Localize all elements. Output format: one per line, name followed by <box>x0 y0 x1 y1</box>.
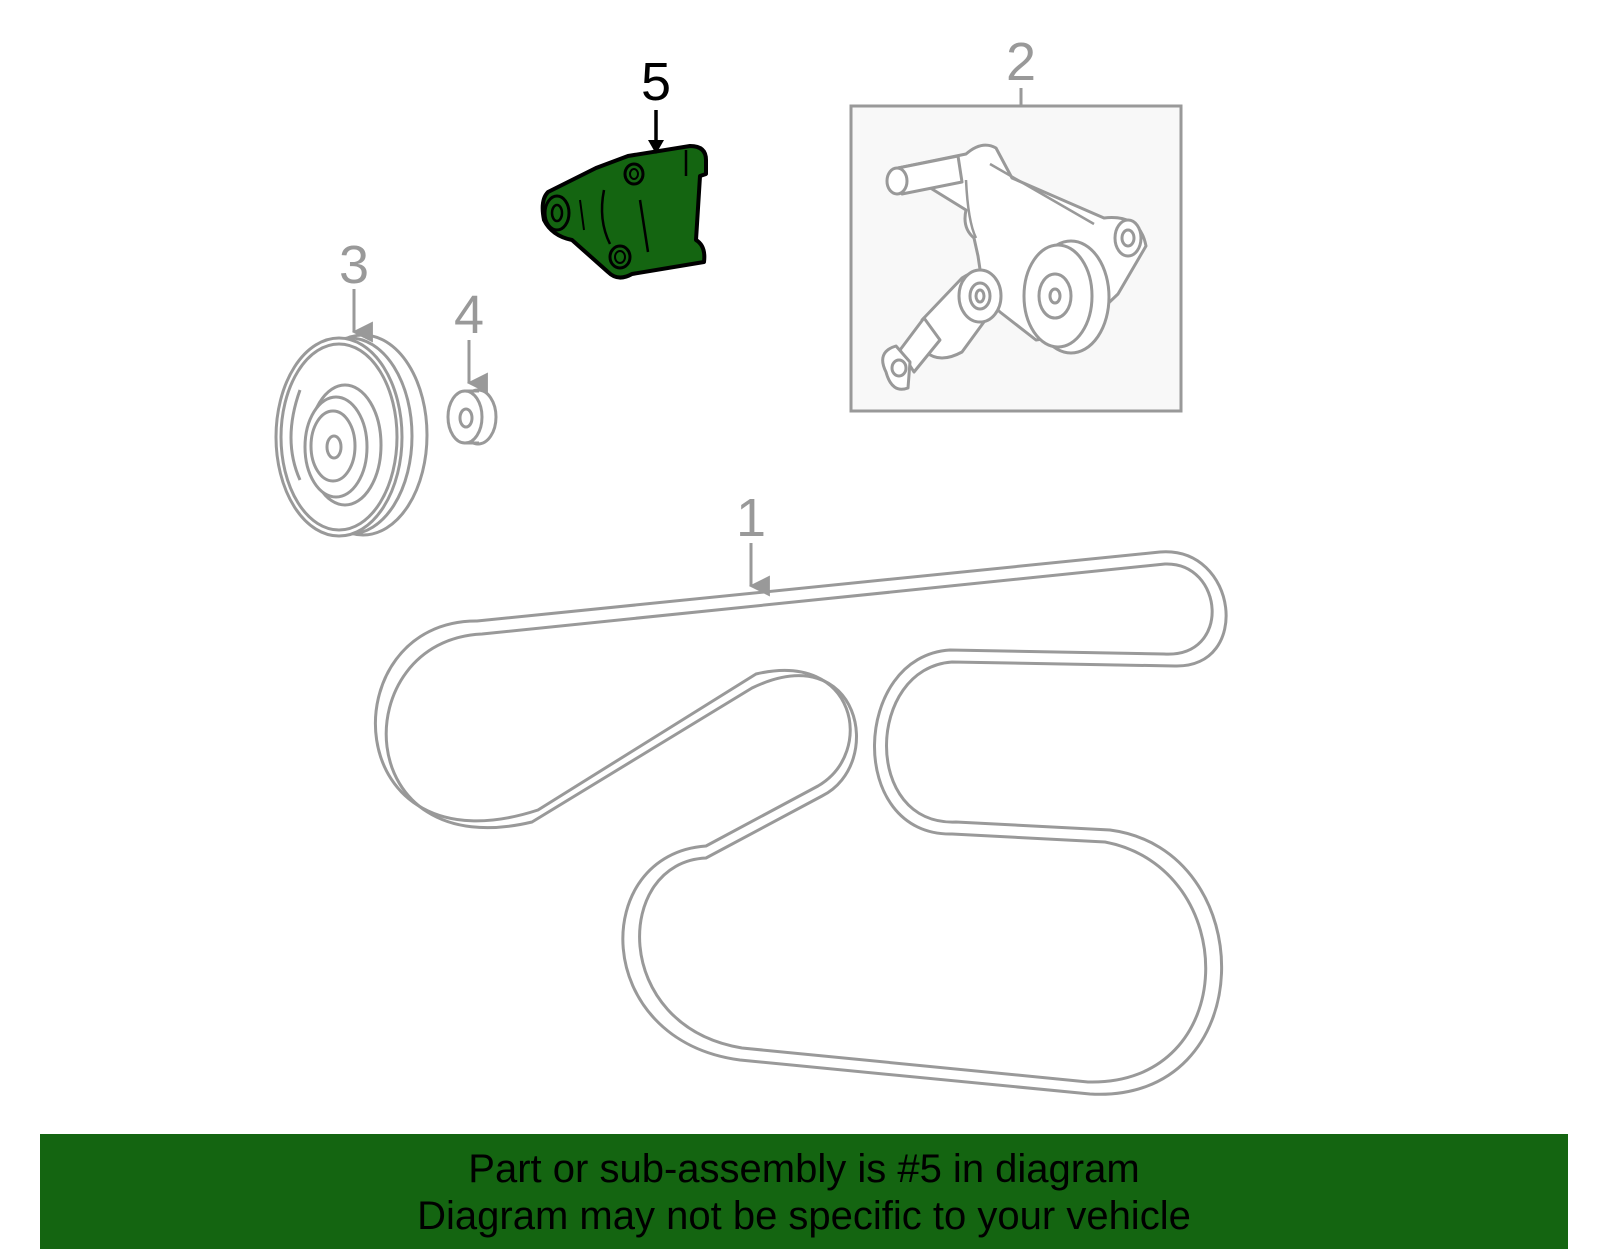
idler-pulley-part[interactable] <box>274 333 429 538</box>
footer-line-part-number: Part or sub-assembly is #5 in diagram <box>468 1147 1140 1191</box>
pulley-spacer-part[interactable] <box>446 388 498 446</box>
footer-line-disclaimer: Diagram may not be specific to your vehi… <box>417 1194 1191 1238</box>
callout-3-label: 3 <box>339 235 369 295</box>
callout-4-label: 4 <box>454 285 484 345</box>
serpentine-belt-part[interactable] <box>373 550 1228 1096</box>
tensioner-assembly-part[interactable] <box>849 104 1183 413</box>
callout-5-label: 5 <box>641 52 671 112</box>
tensioner-bracket-part[interactable] <box>540 144 708 280</box>
callout-5-leader <box>648 110 664 154</box>
callout-2-label: 2 <box>1006 32 1036 92</box>
footer-banner: Part or sub-assembly is #5 in diagram Di… <box>40 1134 1568 1249</box>
callout-1-label: 1 <box>736 488 766 548</box>
